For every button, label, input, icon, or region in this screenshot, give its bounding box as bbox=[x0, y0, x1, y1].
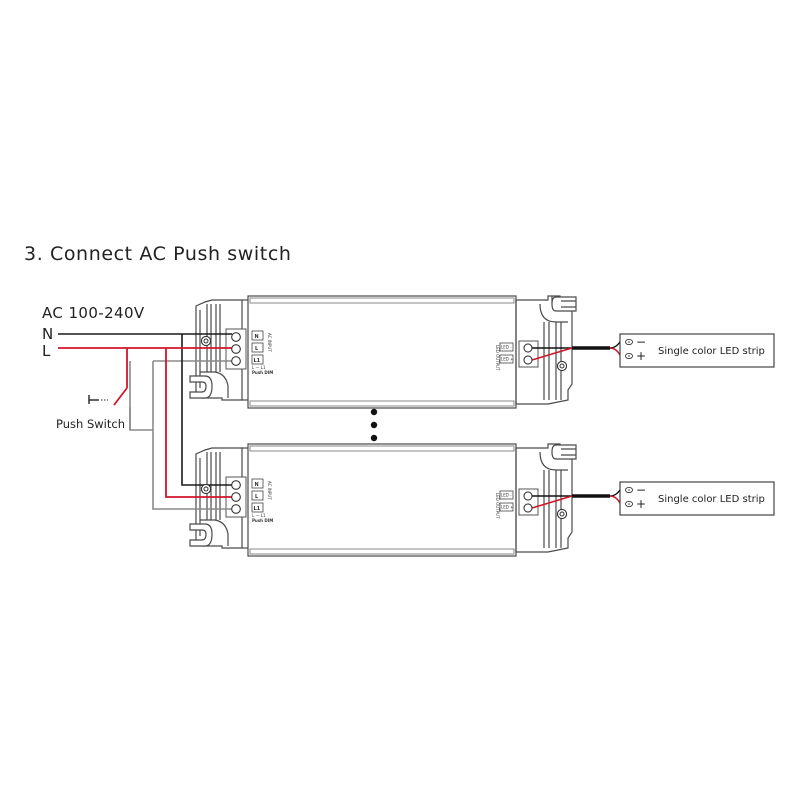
live-label: L bbox=[42, 342, 51, 360]
driver-1-input-labels: N L L1 L — L1 Push DIM AC INPUT bbox=[251, 330, 273, 375]
driver-2-input-note: L — L1 bbox=[252, 513, 266, 518]
ac-voltage-label: AC 100-240V bbox=[42, 304, 145, 322]
driver-1-label-l1: L1 bbox=[254, 358, 261, 364]
driver-2-input-labels: N L L1 L — L1 Push DIM AC INPUT bbox=[251, 478, 273, 523]
driver-1-input-caption: Push DIM bbox=[252, 370, 273, 375]
diagram-title: 3. Connect AC Push switch bbox=[24, 243, 292, 265]
strip-2-plus: + bbox=[636, 497, 646, 511]
driver-2-label-l: L bbox=[255, 494, 259, 500]
ellipsis-dot bbox=[370, 408, 378, 416]
push-switch-contact bbox=[113, 387, 128, 406]
led-strip-1: − + Single color LED strip bbox=[619, 333, 775, 368]
neutral-label: N bbox=[42, 325, 53, 343]
ellipsis-dot bbox=[370, 421, 378, 429]
driver-2-label-led-plus: LED + bbox=[501, 505, 513, 510]
driver-2-side-note: AC INPUT bbox=[267, 481, 272, 500]
driver-2-output-side-note: LED OUTPUT bbox=[495, 493, 500, 519]
driver-1-label-l: L bbox=[255, 346, 259, 352]
live-wire bbox=[58, 347, 232, 498]
strip-1-minus: − bbox=[636, 335, 646, 349]
strip-2-label: Single color LED strip bbox=[658, 494, 765, 505]
push-switch-label: Push Switch bbox=[56, 417, 125, 431]
driver-2-body bbox=[247, 443, 517, 557]
strip-2-minus: − bbox=[636, 483, 646, 497]
terminal-screws-overlay bbox=[201, 332, 567, 519]
driver-1-body bbox=[247, 295, 517, 409]
driver-2-label-l1: L1 bbox=[254, 506, 261, 512]
led-strip-2: − + Single color LED strip bbox=[619, 481, 775, 516]
driver-1-label-n: N bbox=[255, 334, 259, 340]
driver-1: N L L1 L — L1 Push DIM AC INPUT LED - LE… bbox=[189, 295, 577, 409]
driver-1-label-led-minus: LED - bbox=[501, 345, 512, 350]
driver-1-output-side-note: LED OUTPUT bbox=[495, 345, 500, 371]
driver-2: N L L1 L — L1 Push DIM AC INPUT LED - LE… bbox=[189, 443, 577, 557]
output-wires-2 bbox=[531, 489, 625, 509]
strip-1-label: Single color LED strip bbox=[658, 346, 765, 357]
output-wires-1 bbox=[531, 341, 625, 361]
ellipsis-dot bbox=[370, 434, 378, 442]
strip-1-plus: + bbox=[636, 349, 646, 363]
driver-1-label-led-plus: LED + bbox=[501, 357, 513, 362]
screw-centers bbox=[203, 338, 565, 517]
driver-2-label-n: N bbox=[255, 482, 259, 488]
push-switch bbox=[88, 387, 131, 430]
continuation-dots bbox=[370, 408, 378, 442]
driver-2-input-caption: Push DIM bbox=[252, 518, 273, 523]
driver-2-label-led-minus: LED - bbox=[501, 493, 512, 498]
driver-1-input-note: L — L1 bbox=[252, 365, 266, 370]
switched-wire-l1 bbox=[129, 360, 232, 510]
driver-1-side-note: AC INPUT bbox=[267, 333, 272, 352]
neutral-wire bbox=[58, 333, 232, 486]
